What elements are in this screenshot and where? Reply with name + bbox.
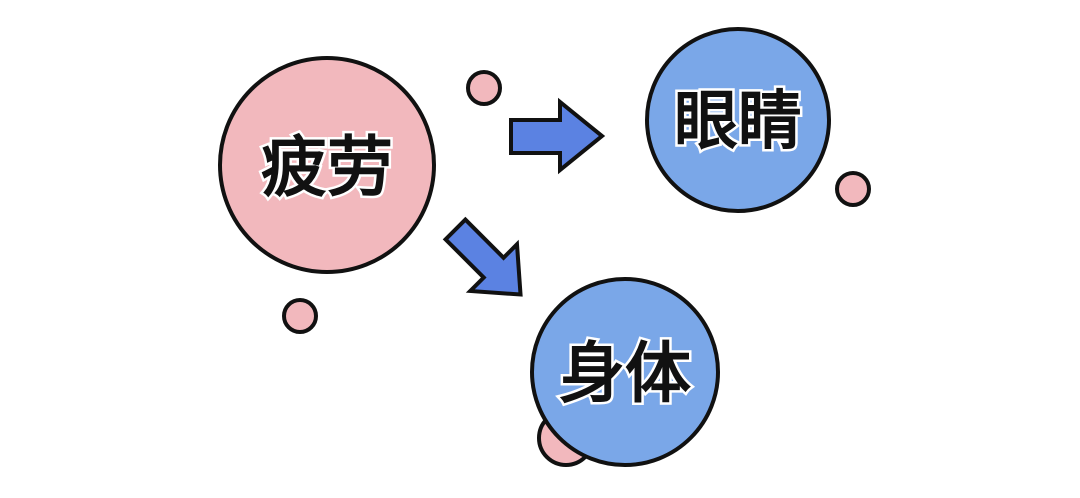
eyes-label: 眼睛 <box>674 85 802 159</box>
fatigue-circle <box>218 56 436 274</box>
decor-dot-top <box>466 70 502 106</box>
node-fatigue: 疲劳 <box>218 56 436 274</box>
decor-dot-right <box>835 171 871 207</box>
node-body: 身体 <box>530 277 720 467</box>
body-label: 身体 <box>559 335 691 412</box>
eyes-circle <box>645 27 831 213</box>
fatigue-label: 疲劳 <box>261 129 393 206</box>
arrow-down-right-icon <box>442 216 523 297</box>
node-eyes: 眼睛 <box>645 27 831 213</box>
body-circle <box>530 277 720 467</box>
decor-dot-left <box>282 298 318 334</box>
arrow-right-icon <box>509 97 606 175</box>
